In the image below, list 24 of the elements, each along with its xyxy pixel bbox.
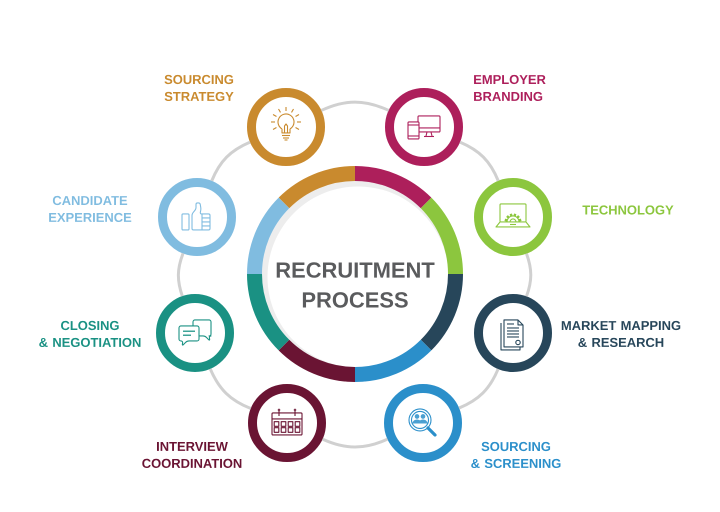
- connector-arc: [322, 438, 388, 448]
- connector-arc: [459, 140, 500, 182]
- connector-arc: [210, 140, 251, 182]
- step-circle: [248, 384, 326, 462]
- step-circle: [474, 178, 552, 256]
- step-circle: [158, 178, 236, 256]
- connector-arc: [320, 100, 390, 112]
- step-label: EMPLOYER BRANDING: [474, 74, 546, 102]
- step-label: SOURCING & SCREENING: [471, 442, 561, 468]
- step-circle: [247, 88, 325, 166]
- connector-arc: [208, 368, 252, 410]
- connector-arc: [458, 368, 500, 410]
- step-circle: [384, 384, 462, 462]
- step-label: INTERVIEW COORDINATION: [142, 442, 242, 468]
- step-label: TECHNOLOGY: [582, 205, 674, 215]
- step-circle: [474, 294, 552, 372]
- connector-arc: [176, 252, 184, 297]
- step-label: CLOSING & NEGOTIATION: [39, 320, 140, 348]
- step-label: MARKET MAPPING & RESEARCH: [562, 320, 680, 348]
- step-label: CANDIDATE EXPERIENCE: [49, 196, 132, 222]
- step-circle: [385, 88, 463, 166]
- step-circle: [156, 294, 234, 372]
- step-label: SOURCING STRATEGY: [164, 74, 234, 102]
- connector-arc: [525, 253, 532, 297]
